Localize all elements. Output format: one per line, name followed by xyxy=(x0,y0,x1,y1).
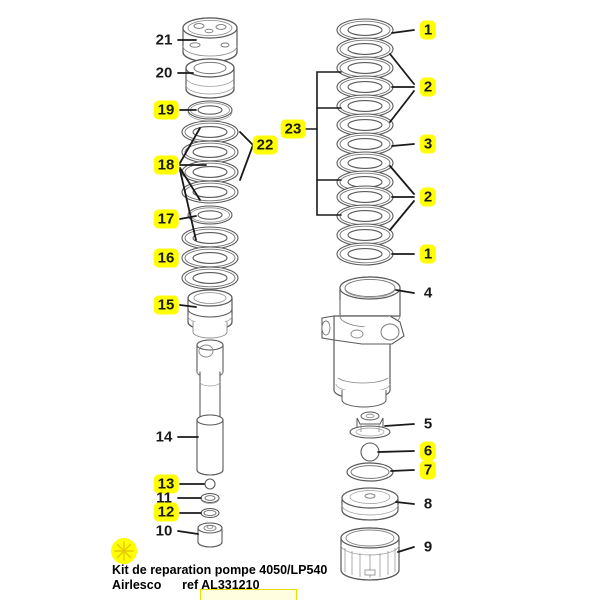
callout-11: 11 xyxy=(156,489,172,507)
part-19-seal-ring xyxy=(187,100,233,122)
part-8-valve-cap xyxy=(341,487,399,521)
part-5-valve-cage xyxy=(349,411,391,439)
part-20-cup-seal xyxy=(185,58,235,99)
leader-17 xyxy=(179,215,197,220)
callout-13: 13 xyxy=(153,474,179,494)
part-12-o-ring xyxy=(200,507,220,519)
callout-16: 16 xyxy=(153,248,179,268)
leader-7 xyxy=(390,469,415,472)
callout-6: 6 xyxy=(419,441,437,461)
part-14-piston-rod xyxy=(196,339,224,476)
part-22-seal-stack xyxy=(181,120,239,204)
leader-2b-fan xyxy=(389,165,415,231)
part-11-washer xyxy=(200,492,220,504)
leader-22-fan xyxy=(239,131,254,181)
callout-23: 23 xyxy=(280,119,306,139)
callout-1: 1 xyxy=(419,20,437,40)
leader-3 xyxy=(391,143,415,147)
callout-1: 1 xyxy=(419,244,437,264)
seal-ring-set-1-2-3 xyxy=(336,18,394,266)
leader-9 xyxy=(397,546,415,553)
callout-7: 7 xyxy=(419,460,437,480)
callout-12: 12 xyxy=(153,502,179,522)
part-6-ball xyxy=(360,442,380,462)
callout-15: 15 xyxy=(153,295,179,315)
callout-2: 2 xyxy=(419,77,437,97)
callout-10: 10 xyxy=(155,522,173,540)
callout-14: 14 xyxy=(155,428,173,446)
leader-6 xyxy=(377,450,415,453)
leader-2a-fan xyxy=(389,53,415,123)
bracket-23 xyxy=(304,71,342,216)
callout-2: 2 xyxy=(419,187,437,207)
part-21-piston-head xyxy=(182,17,238,63)
part-13-ball xyxy=(204,478,216,490)
part-4-pump-body xyxy=(321,276,405,408)
part-10-valve-seat xyxy=(197,522,223,548)
callout-20: 20 xyxy=(155,64,173,82)
part-16-seal-stack xyxy=(181,226,239,290)
callout-17: 17 xyxy=(153,209,179,229)
leader-8 xyxy=(395,501,415,505)
part-9-filter-cup xyxy=(340,527,400,581)
leader-1a xyxy=(391,29,415,34)
leader-lines xyxy=(177,29,415,553)
part-15-housing-nut xyxy=(187,289,233,339)
callout-18: 18 xyxy=(153,155,179,175)
leader-10 xyxy=(177,530,199,535)
callout-5: 5 xyxy=(423,415,433,433)
callout-3: 3 xyxy=(419,134,437,154)
right-column-assembly xyxy=(321,18,405,581)
leader-15 xyxy=(179,304,197,308)
leader-5 xyxy=(384,423,415,427)
callout-9: 9 xyxy=(423,538,433,556)
part-17-seal-ring xyxy=(187,205,233,225)
leader-18-fan xyxy=(179,127,207,241)
callout-4: 4 xyxy=(423,284,433,302)
leader-4 xyxy=(395,289,415,294)
callout-21: 21 xyxy=(155,31,173,49)
footnote-line-1: Kit de reparation pompe 4050/LP540 xyxy=(112,563,328,577)
callout-19: 19 xyxy=(153,100,179,120)
left-column-assembly xyxy=(181,17,239,548)
part-7-o-ring xyxy=(346,462,394,482)
highlight-bar xyxy=(200,589,297,600)
footnote-line-2: Airlesco ref AL331210 xyxy=(112,578,260,592)
footnote-star-icon xyxy=(111,538,137,564)
callout-8: 8 xyxy=(423,495,433,513)
callout-22: 22 xyxy=(252,135,278,155)
